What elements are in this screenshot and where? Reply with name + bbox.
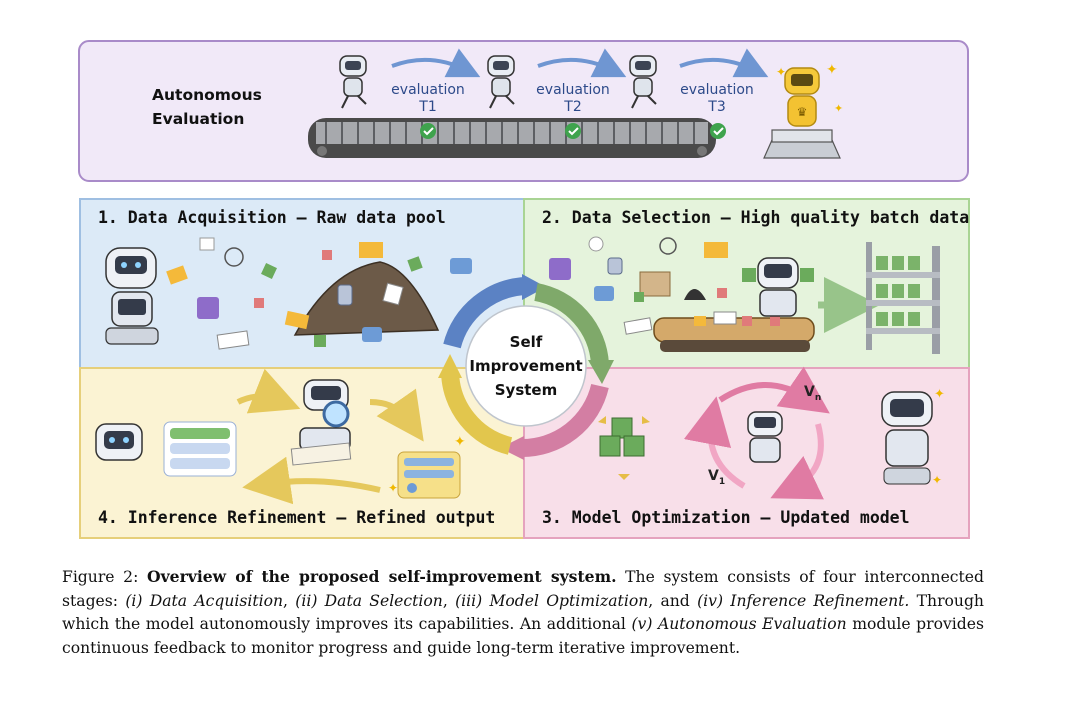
center-label-line1: Self <box>509 333 543 351</box>
refinement-title: 4. Inference Refinement — Refined output <box>98 508 496 527</box>
svg-text:✦: ✦ <box>934 387 945 402</box>
evaluation-arrow-3 <box>679 48 769 78</box>
data-icons-acquisition <box>166 237 472 350</box>
figure-graphics: ♛ ✦ ✦ ✦ <box>78 40 970 539</box>
caption-text-2: , <box>283 591 288 610</box>
cubes-icon <box>598 416 650 480</box>
conveyor-icon-selection <box>653 311 815 352</box>
data-icons-selection <box>549 236 728 335</box>
refinement-arrow-1 <box>236 368 301 414</box>
svg-text:✦: ✦ <box>388 481 398 495</box>
caption-text-6: module provides continuous feedback to m… <box>62 615 984 657</box>
selection-title: 2. Data Selection — High quality batch d… <box>542 208 970 227</box>
evaluation-label-step: T2 <box>564 99 582 115</box>
self-improvement-system-label: Self Improvement System <box>466 330 586 402</box>
caption-text-5: Through which the model autonomously imp… <box>62 591 984 634</box>
optimization-cycle-icon <box>683 366 830 500</box>
robot-icon-optimization: ✦ ✦ <box>881 387 945 487</box>
chat-bubble-icon <box>163 421 237 477</box>
caption-italic-2: (ii) Data Selection <box>295 591 443 610</box>
caption-text-3: , <box>442 591 448 610</box>
version-v1-label: V1 <box>708 468 725 487</box>
caption-label: Figure 2: <box>62 568 139 586</box>
evaluation-label-step: T3 <box>708 99 726 115</box>
autonomous-evaluation-title-line1: Autonomous <box>152 86 262 104</box>
conveyor-belt-icon <box>308 118 716 158</box>
evaluation-label-text: evaluation <box>391 82 465 98</box>
evaluation-arrow-2 <box>537 48 627 78</box>
robot-icon-t1 <box>339 55 367 109</box>
svg-text:✦: ✦ <box>454 434 466 450</box>
check-icon-t3 <box>710 123 726 139</box>
caption-italic-1: (i) Data Acquisition <box>125 591 284 610</box>
caption-italic-5: (v) Autonomous Evaluation <box>631 615 847 634</box>
autonomous-evaluation-title: Autonomous Evaluation <box>152 83 262 131</box>
autonomous-evaluation-title-line2: Evaluation <box>152 110 245 128</box>
center-label-line2: Improvement <box>469 357 583 375</box>
caption-text-1: The system consists of four interconnect… <box>62 568 985 610</box>
caption-text-4: , and <box>648 591 690 610</box>
evaluation-label-text: evaluation <box>680 82 754 98</box>
robot-icon-t3 <box>629 55 657 109</box>
acquisition-title: 1. Data Acquisition — Raw data pool <box>98 208 446 227</box>
robot-icon-acquisition <box>105 247 159 345</box>
version-subscript: 1 <box>718 476 726 487</box>
svg-text:✦: ✦ <box>932 473 942 487</box>
robot-icon-refinement-center <box>290 379 352 466</box>
evaluation-arrow-1 <box>391 48 481 78</box>
svg-text:✦: ✦ <box>834 102 843 115</box>
shelf-icon <box>866 242 940 354</box>
robot-icon-refinement-left <box>95 423 143 461</box>
refined-output-icon: ✦ ✦ <box>388 434 466 499</box>
evaluation-label-t1: evaluation T1 <box>388 82 468 116</box>
check-icon-t1 <box>420 123 436 139</box>
refinement-arrow-2 <box>369 388 424 442</box>
svg-text:♛: ♛ <box>797 105 808 119</box>
center-label-line3: System <box>494 381 558 399</box>
optimization-title: 3. Model Optimization — Updated model <box>542 508 910 527</box>
version-letter: V <box>708 468 719 484</box>
version-letter: V <box>804 384 815 400</box>
golden-robot-icon: ♛ ✦ ✦ ✦ <box>763 62 843 159</box>
refinement-arrow-3 <box>242 456 381 505</box>
version-vn-label: Vn <box>804 384 821 403</box>
check-icon-t2 <box>565 123 581 139</box>
figure: ♛ ✦ ✦ ✦ <box>78 40 970 539</box>
evaluation-label-text: evaluation <box>536 82 610 98</box>
robot-icon-t2 <box>487 55 515 109</box>
svg-text:✦: ✦ <box>776 65 786 79</box>
evaluation-label-t2: evaluation T2 <box>533 82 613 116</box>
robot-icon-selection <box>742 257 814 317</box>
caption-italic-4: (iv) Inference Refinement. <box>697 591 910 610</box>
self-improvement-cycle <box>438 274 614 460</box>
caption-bold: Overview of the proposed self-improvemen… <box>147 567 617 586</box>
evaluation-label-t3: evaluation T3 <box>677 82 757 116</box>
figure-caption: Figure 2: Overview of the proposed self-… <box>62 565 984 660</box>
svg-text:✦: ✦ <box>826 62 838 78</box>
caption-italic-3: (iii) Model Optimization <box>455 591 649 610</box>
raw-data-pile <box>293 261 440 336</box>
version-subscript: n <box>814 392 822 403</box>
evaluation-label-step: T1 <box>419 99 437 115</box>
